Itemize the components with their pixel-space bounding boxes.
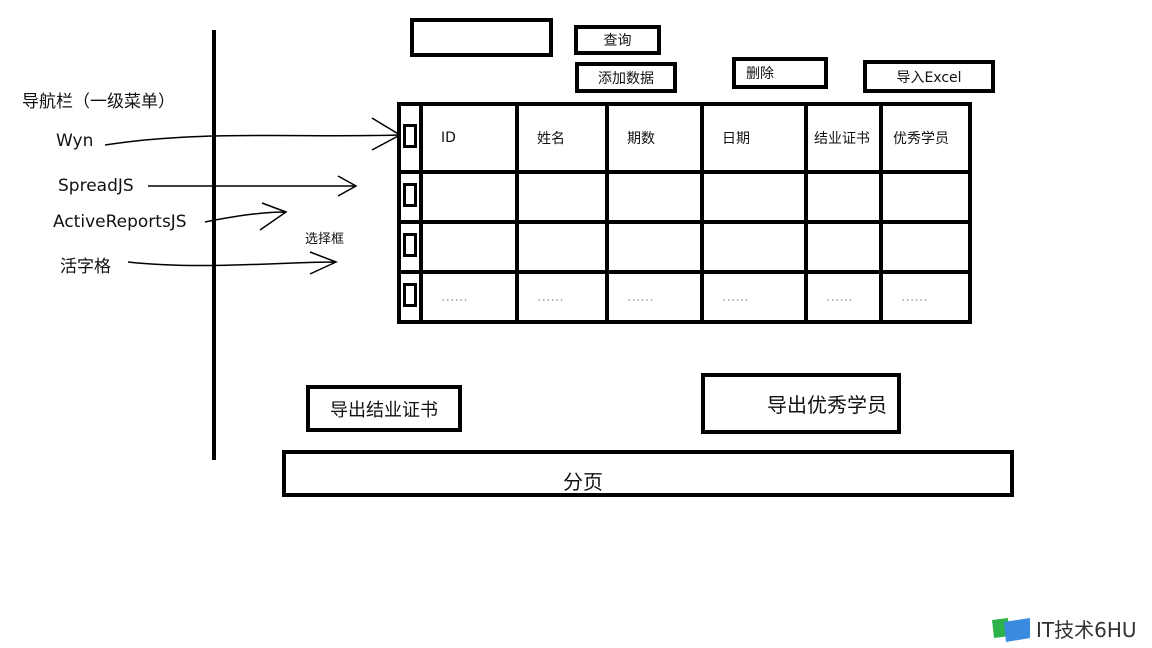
- cell: [515, 170, 609, 224]
- table-row: [397, 220, 972, 274]
- cell: [700, 170, 808, 224]
- cell: [605, 170, 704, 224]
- export-certificate-button[interactable]: 导出结业证书: [306, 385, 462, 432]
- cell: [804, 220, 883, 274]
- delete-button[interactable]: 删除: [732, 57, 828, 89]
- search-input[interactable]: [410, 18, 553, 57]
- watermark: IT技术6HU: [990, 614, 1137, 643]
- cell: [879, 170, 972, 224]
- checkbox-icon[interactable]: [403, 233, 417, 257]
- table-header-row: ID 姓名 期数 日期 结业证书 优秀学员: [397, 102, 972, 174]
- cell: ......: [419, 270, 519, 324]
- cell: [700, 220, 808, 274]
- pagination[interactable]: 分页: [282, 450, 1014, 497]
- cell: ......: [515, 270, 609, 324]
- cell: ......: [804, 270, 883, 324]
- nav-item-spreadjs[interactable]: SpreadJS: [58, 176, 134, 196]
- query-button[interactable]: 查询: [574, 25, 661, 55]
- cell: [804, 170, 883, 224]
- cell: [419, 220, 519, 274]
- nav-title: 导航栏（一级菜单）: [22, 92, 175, 112]
- nav-item-wyn[interactable]: Wyn: [56, 131, 94, 151]
- header-certificate: 结业证书: [804, 102, 883, 174]
- row-select-cell[interactable]: [397, 270, 423, 324]
- logo-icon: [992, 617, 1030, 642]
- header-excellent: 优秀学员: [879, 102, 972, 174]
- row-select-cell[interactable]: [397, 170, 423, 224]
- arrow-icon: [148, 175, 358, 197]
- arrow-icon: [104, 117, 400, 151]
- arrow-icon: [204, 202, 288, 231]
- header-name: 姓名: [515, 102, 609, 174]
- nav-item-huozige[interactable]: 活字格: [60, 257, 111, 277]
- header-id: ID: [419, 102, 519, 174]
- select-all-cell[interactable]: [397, 102, 423, 174]
- checkbox-icon[interactable]: [403, 183, 417, 207]
- table-row: ....................................: [397, 270, 972, 324]
- cell: ......: [605, 270, 704, 324]
- checkbox-icon[interactable]: [403, 283, 417, 307]
- arrow-icon: [127, 251, 338, 275]
- export-excellent-button[interactable]: 导出优秀学员: [701, 373, 901, 434]
- checkbox-annotation: 选择框: [305, 232, 345, 247]
- nav-item-activereportsjs[interactable]: ActiveReportsJS: [53, 212, 187, 232]
- row-select-cell[interactable]: [397, 220, 423, 274]
- cell: [419, 170, 519, 224]
- table-row: [397, 170, 972, 224]
- arrows: [104, 117, 400, 275]
- header-date: 日期: [700, 102, 808, 174]
- cell: ......: [700, 270, 808, 324]
- cell: ......: [879, 270, 972, 324]
- data-table: ID 姓名 期数 日期 结业证书 优秀学员 ..................…: [397, 102, 972, 324]
- cell: [879, 220, 972, 274]
- watermark-text: IT技术6HU: [1036, 618, 1137, 642]
- checkbox-icon[interactable]: [403, 124, 417, 148]
- import-excel-button[interactable]: 导入Excel: [863, 60, 995, 93]
- nav-divider: [212, 30, 216, 460]
- header-period: 期数: [605, 102, 704, 174]
- cell: [515, 220, 609, 274]
- add-data-button[interactable]: 添加数据: [575, 62, 677, 93]
- cell: [605, 220, 704, 274]
